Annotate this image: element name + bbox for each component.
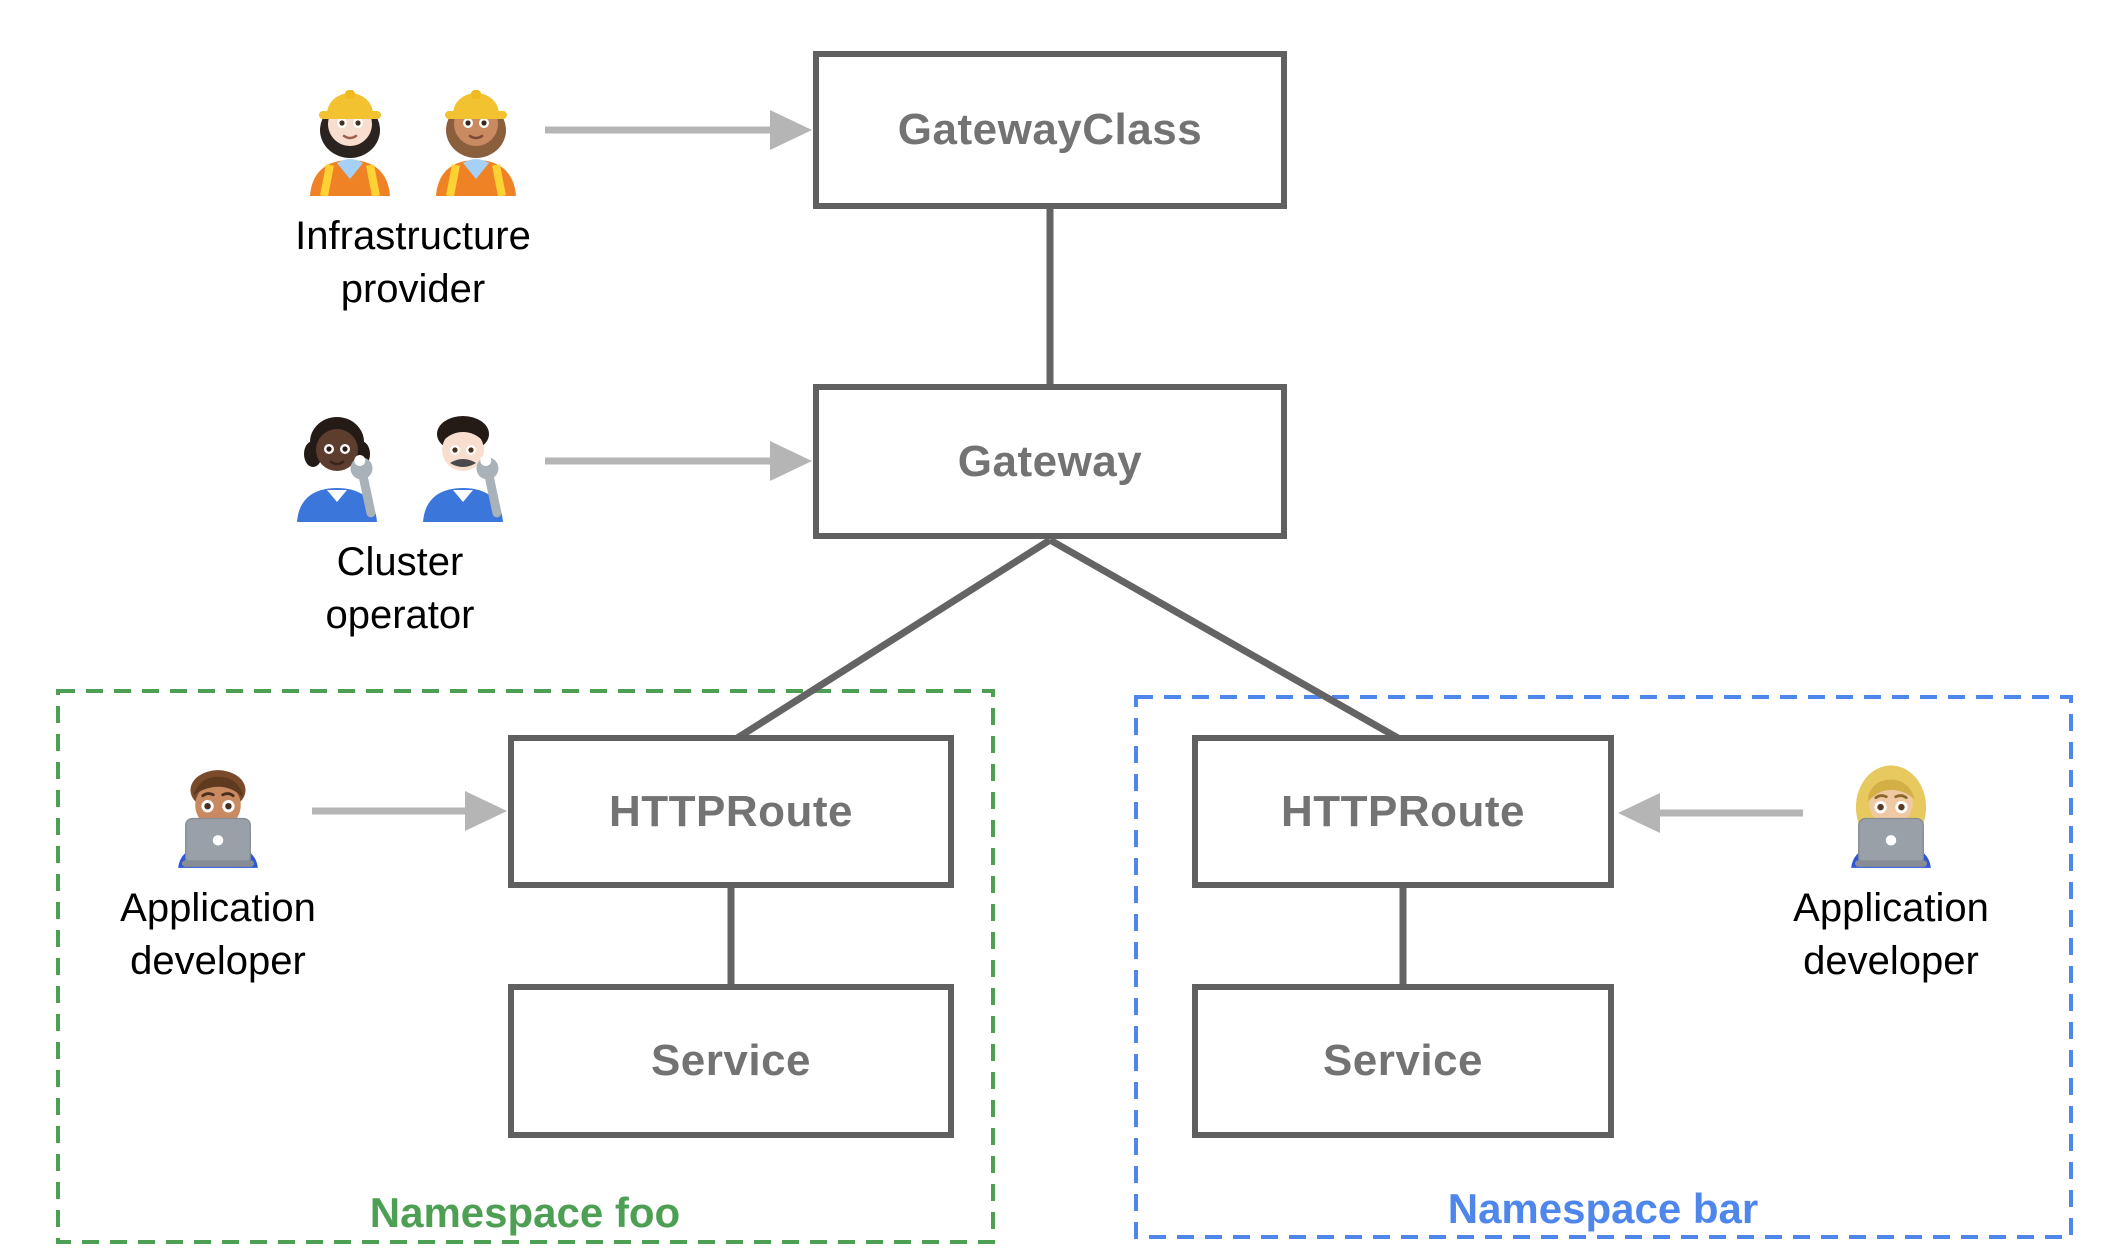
node-service-bar: Service (1192, 984, 1614, 1138)
arrow-cluster-operator (545, 441, 812, 481)
namespace-foo-label: Namespace foo (369, 1189, 681, 1236)
persona-infrastructure-provider-label-line1: Infrastructure (295, 214, 531, 258)
persona-cluster-operator: Cluster operator (150, 390, 650, 642)
node-service-foo: Service (508, 984, 954, 1138)
node-gateway-label: Gateway (957, 436, 1143, 486)
persona-application-developer-bar: Application developer (1681, 752, 2101, 988)
persona-cluster-operator-label: Cluster operator (326, 536, 475, 642)
woman-technologist-icon (1851, 765, 1931, 868)
persona-cluster-operator-label-line1: Cluster (336, 540, 464, 584)
arrow-application-developer-foo (312, 791, 507, 831)
edge-gateway-httproute-bar (1048, 536, 1407, 746)
persona-application-developer-foo: Application developer (8, 752, 428, 988)
persona-infrastructure-provider: Infrastructure provider (163, 64, 663, 316)
persona-cluster-operator-icons (287, 390, 513, 522)
node-httproute-bar: HTTPRoute (1192, 735, 1614, 888)
persona-application-developer-bar-label-line2: developer (1803, 939, 1979, 983)
persona-cluster-operator-label-line2: operator (325, 593, 475, 637)
edge-gateway-httproute-foo (729, 537, 1052, 745)
node-gatewayclass-label: GatewayClass (897, 105, 1203, 154)
woman-construction-worker-light-icon (310, 90, 390, 196)
man-mechanic-light-icon (423, 416, 503, 522)
node-service-bar-label: Service (1322, 1036, 1484, 1085)
namespace-foo-boundary (56, 689, 995, 1244)
node-httproute-foo: HTTPRoute (508, 735, 954, 888)
persona-application-developer-bar-label: Application developer (1793, 882, 1989, 988)
person-mechanic-dark-icon (297, 417, 377, 522)
persona-application-developer-bar-label-line1: Application (1793, 886, 1989, 930)
node-httproute-bar-label: HTTPRoute (1280, 786, 1526, 836)
node-gateway: Gateway (813, 384, 1287, 539)
persona-infrastructure-provider-label-line2: provider (340, 267, 486, 311)
persona-application-developer-bar-icons (1836, 752, 1946, 868)
namespace-bar-label: Namespace bar (1447, 1185, 1759, 1232)
persona-application-developer-foo-label: Application developer (120, 882, 316, 988)
woman-construction-worker-medium-icon (436, 90, 516, 196)
persona-application-developer-foo-label-line2: developer (130, 939, 306, 983)
persona-application-developer-foo-label-line1: Application (120, 886, 316, 930)
persona-infrastructure-provider-label: Infrastructure provider (295, 210, 531, 316)
arrow-application-developer-bar (1618, 793, 1803, 833)
persona-application-developer-foo-icons (163, 752, 273, 868)
namespace-bar-boundary (1134, 695, 2073, 1239)
node-gatewayclass: GatewayClass (813, 51, 1287, 209)
man-technologist-icon (178, 770, 258, 868)
node-service-foo-label: Service (650, 1036, 812, 1085)
persona-infrastructure-provider-icons (300, 64, 526, 196)
node-httproute-foo-label: HTTPRoute (608, 786, 854, 836)
arrow-infrastructure-provider (545, 110, 812, 150)
